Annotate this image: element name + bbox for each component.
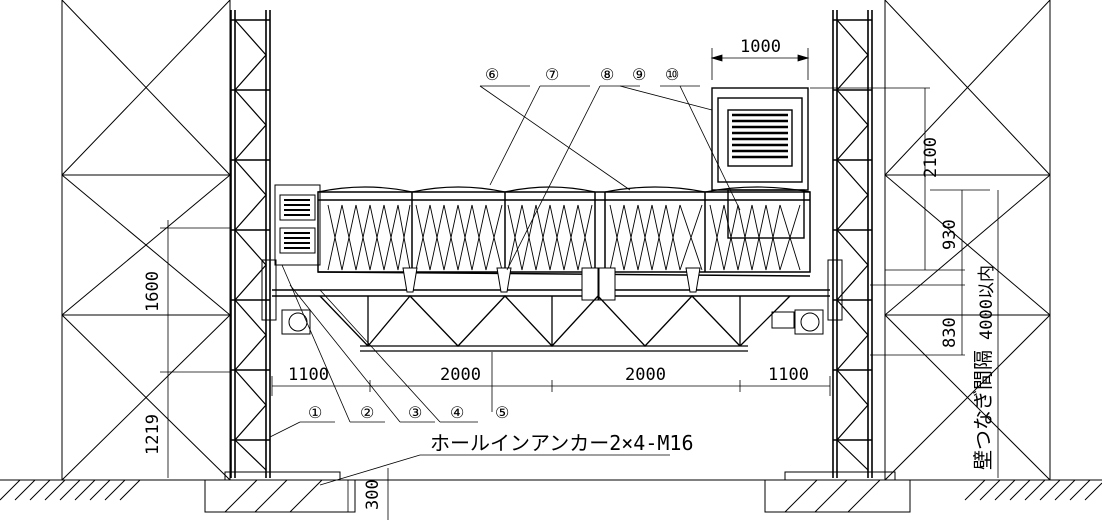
marker-2: ②: [360, 403, 374, 422]
left-scaffold: [61, 0, 231, 481]
dim-2000-a: 2000: [440, 365, 481, 385]
leader-lines: [269, 85, 741, 486]
marker-9: ⑨: [632, 65, 646, 84]
left-mast: [230, 10, 271, 478]
platform: [272, 191, 830, 297]
wall-tie-label: 壁つなぎ間隔: [971, 350, 995, 470]
brackets: [402, 267, 701, 301]
marker-3: ③: [408, 403, 422, 422]
dimension-lines: [160, 48, 999, 520]
right-scaffold: [884, 0, 1051, 481]
left-end-box: [261, 184, 321, 335]
marker-8: ⑧: [600, 65, 614, 84]
dim-4000: 4000以内: [977, 265, 997, 340]
dim-2000-b: 2000: [625, 365, 666, 385]
dim-1100-left: 1100: [288, 365, 329, 385]
dim-300: 300: [363, 479, 383, 510]
control-cabinet: [711, 87, 809, 239]
anchor-label: ホールインアンカー2×4-M16: [430, 431, 694, 455]
dim-1000: 1000: [740, 37, 781, 57]
right-mast: [832, 10, 873, 478]
marker-10: ⑩: [665, 65, 679, 84]
dim-1600: 1600: [143, 271, 163, 312]
truss: [319, 295, 791, 352]
marker-4: ④: [450, 403, 464, 422]
right-end-box: [771, 259, 843, 335]
marker-5: ⑤: [495, 403, 509, 422]
dim-1100-right: 1100: [768, 365, 809, 385]
marker-1: ①: [308, 403, 322, 422]
dim-1219: 1219: [143, 414, 163, 455]
marker-6: ⑥: [485, 65, 499, 84]
ground: [0, 471, 1102, 513]
marker-7: ⑦: [545, 65, 559, 84]
dim-930: 930: [940, 219, 960, 250]
dim-830: 830: [940, 317, 960, 348]
dim-2100: 2100: [921, 137, 941, 178]
